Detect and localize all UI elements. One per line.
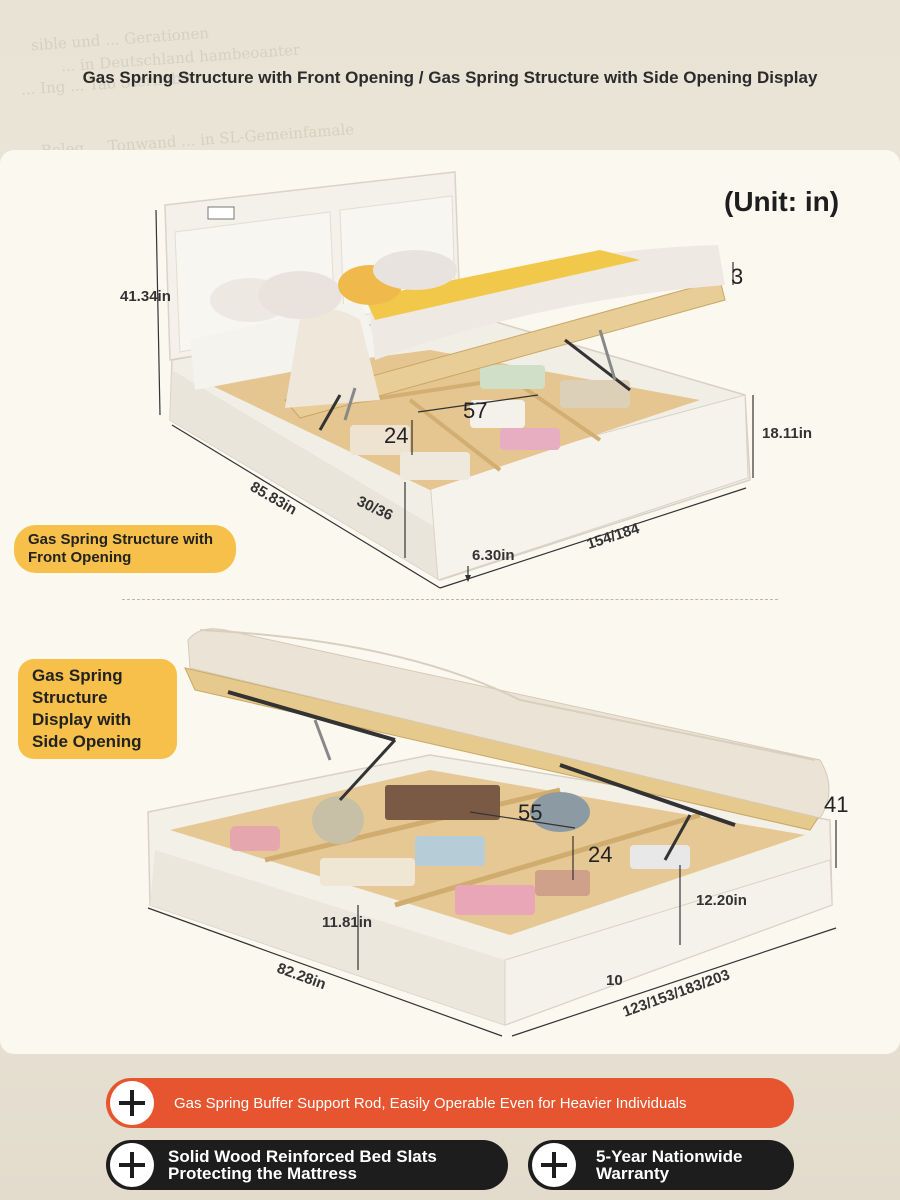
dim-side-height: 12.20in [696, 892, 747, 909]
dim-inner-depth: 24 [588, 842, 613, 867]
side-bed-illustration [147, 628, 837, 1037]
feature-gas-spring: Gas Spring Buffer Support Rod, Easily Op… [106, 1078, 794, 1128]
front-bed-illustration [155, 171, 754, 589]
feature-text: Gas Spring Buffer Support Rod, Easily Op… [174, 1094, 687, 1112]
dim-height: 41.34in [120, 288, 171, 305]
dim-side-height: 18.11in [762, 425, 813, 442]
dim-front-height: 11.81in [322, 914, 373, 931]
plus-icon [532, 1143, 576, 1187]
page-title: Gas Spring Structure with Front Opening … [82, 68, 818, 87]
plus-icon [110, 1081, 154, 1125]
dim-inner-length: 57 [463, 398, 488, 423]
dim-inner-depth: 24 [384, 423, 409, 448]
dim-frame-height: 41 [824, 792, 849, 817]
section-divider [122, 599, 778, 600]
dim-inner-length: 55 [518, 800, 543, 825]
feature-text: 5-Year Nationwide Warranty [596, 1147, 743, 1183]
plus-icon [110, 1143, 154, 1187]
feature-bed-slats: Solid Wood Reinforced Bed Slats Protecti… [106, 1140, 508, 1190]
unit-label: (Unit: in) [724, 186, 840, 217]
dim-leg: 6.30in [472, 547, 515, 564]
dim-mattress: 3 [731, 264, 744, 289]
front-opening-badge: Gas Spring Structure with Front Opening [14, 525, 236, 573]
feature-warranty: 5-Year Nationwide Warranty [528, 1140, 794, 1190]
side-opening-badge: Gas Spring Structure Display with Side O… [18, 659, 177, 759]
dim-leg: 10 [606, 972, 623, 989]
feature-text: Solid Wood Reinforced Bed Slats Protecti… [168, 1147, 437, 1183]
